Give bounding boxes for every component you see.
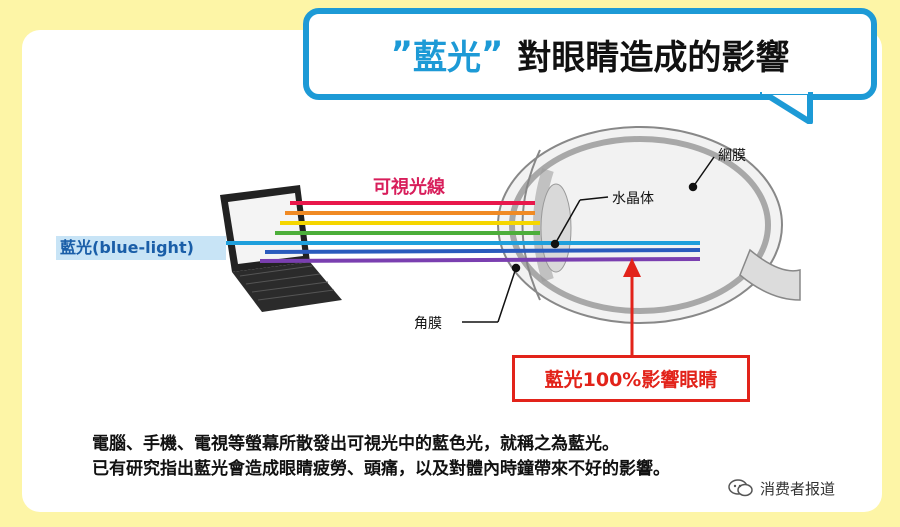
wechat-icon	[728, 479, 753, 497]
description-line-2: 已有研究指出藍光會造成眼睛疲勞、頭痛，以及對體內時鐘帶來不好的影響。	[92, 459, 670, 479]
cornea-label: 角膜	[414, 316, 442, 332]
title-open-quote: ”	[390, 34, 413, 74]
title-close-quote: ”	[481, 34, 504, 74]
lens-label: 水晶体	[612, 191, 654, 207]
watermark: 消费者报道	[728, 475, 835, 501]
watermark-text: 消费者报道	[760, 479, 836, 498]
callout-text: 藍光100%影響眼睛	[544, 369, 718, 391]
title-bubble: ” 藍光 ” 對眼睛造成的影響	[303, 8, 877, 100]
visible-light-beams	[226, 201, 701, 263]
arrow-up-icon	[623, 258, 641, 355]
title-keyword: 藍光	[413, 37, 481, 78]
retina-label: 網膜	[718, 148, 746, 164]
title-rest: 對眼睛造成的影響	[517, 37, 790, 78]
beam-indigo	[264, 248, 701, 254]
blue-light-impact-callout: 藍光100%影響眼睛	[512, 355, 750, 402]
visible-light-label: 可視光線	[373, 177, 445, 198]
description-line-1: 電腦、手機、電視等螢幕所散發出可視光中的藍色光，就稱之為藍光。	[92, 434, 619, 454]
bubble-tail	[760, 92, 813, 124]
beam-violet	[259, 257, 701, 263]
eyeball	[497, 126, 801, 324]
blue-light-label: 藍光(blue-light)	[56, 236, 226, 260]
